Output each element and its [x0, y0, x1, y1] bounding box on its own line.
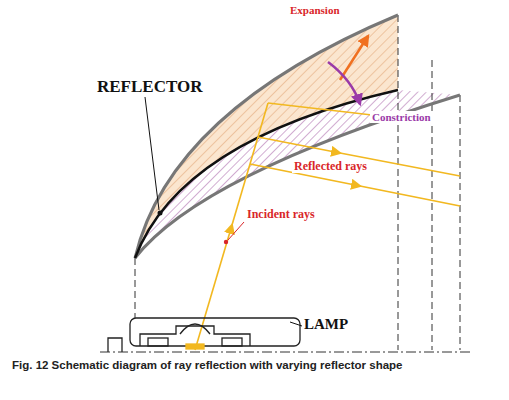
constriction-hatch	[135, 90, 460, 258]
reflected-rays-label: Reflected rays	[292, 160, 369, 173]
incident-rays-label: Incident rays	[245, 208, 317, 221]
reflector-label: REFLECTOR	[97, 78, 203, 97]
reflector-curve	[135, 90, 398, 258]
lamp-body	[108, 318, 300, 352]
lamp-label: LAMP	[304, 316, 348, 333]
figure-caption: Fig. 12 Schematic diagram of ray reflect…	[12, 358, 482, 372]
constriction-label: Constriction	[370, 111, 433, 123]
expansion-label: Expansion	[290, 4, 340, 16]
